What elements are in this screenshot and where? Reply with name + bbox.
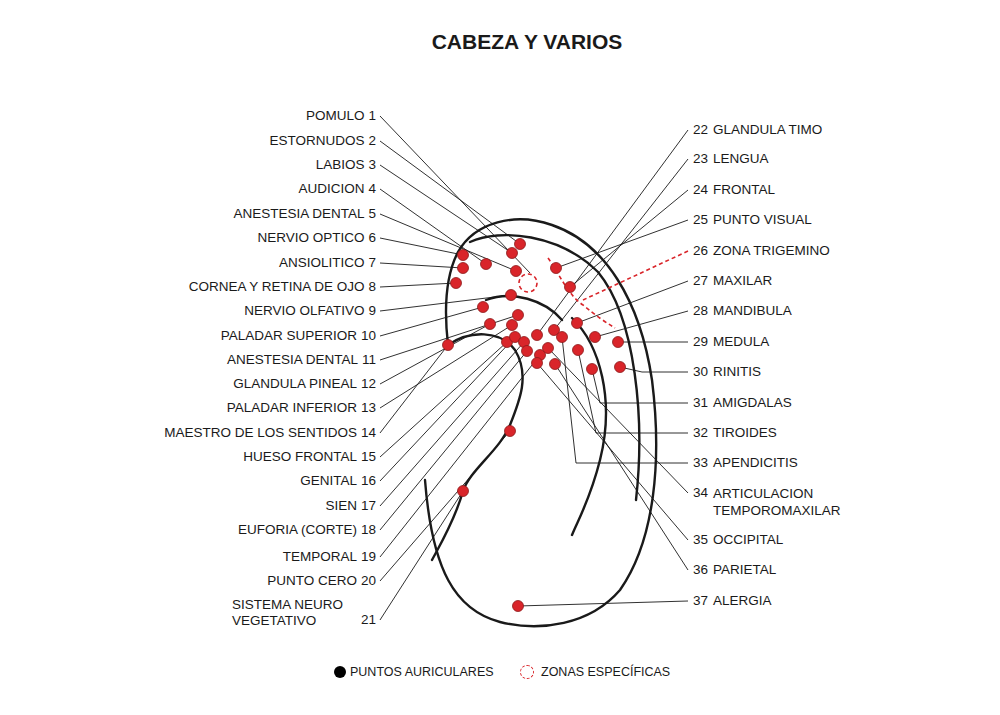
point-label: APENDICITIS (713, 455, 798, 471)
point-label: AMIGDALAS (713, 395, 792, 411)
callout-number: 15 (361, 449, 376, 465)
callout-number: 10 (361, 328, 376, 344)
point-label: POMULO (306, 108, 365, 124)
point-label: CORNEA Y RETINA DE OJO (189, 279, 365, 295)
point-label: MANDIBULA (713, 303, 792, 319)
callout-number: 25 (693, 212, 708, 228)
point-label: ARTICULACION TEMPOROMAXILAR (713, 485, 863, 519)
point-label: ANESTESIA DENTAL (227, 352, 358, 368)
callout-number: 14 (361, 425, 376, 441)
callout-number: 17 (361, 498, 376, 514)
callout-number: 21 (361, 612, 376, 628)
callout-number: 4 (368, 181, 376, 197)
callout-number: 20 (361, 573, 376, 589)
callout-number: 1 (368, 108, 376, 124)
callout-number: 22 (693, 122, 708, 138)
point-label: TIROIDES (713, 425, 777, 441)
callout-number: 31 (693, 395, 708, 411)
point-label: HUESO FRONTAL (243, 449, 357, 465)
callout-number: 26 (693, 243, 708, 259)
point-label: SIEN (325, 498, 357, 514)
callout-number: 33 (693, 455, 708, 471)
point-label: NERVIO OPTICO (257, 230, 364, 246)
callout-number: 5 (368, 206, 376, 222)
callout-number: 24 (693, 182, 708, 198)
point-label: EUFORIA (CORTE) (238, 522, 357, 538)
callout-number: 35 (693, 532, 708, 548)
callout-number: 29 (693, 334, 708, 350)
point-label: MAESTRO DE LOS SENTIDOS (164, 425, 357, 441)
point-label: PALADAR INFERIOR (227, 400, 357, 416)
diagram-title: CABEZA Y VARIOS (432, 29, 623, 55)
point-label: LABIOS (316, 157, 365, 173)
callout-number: 37 (693, 593, 708, 609)
point-label: ESTORNUDOS (269, 133, 364, 149)
point-label: OCCIPITAL (713, 532, 783, 548)
point-label: ANSIOLITICO (279, 255, 365, 271)
legend-text: PUNTOS AURICULARES (350, 664, 494, 680)
point-label: PARIETAL (713, 562, 776, 578)
callout-number: 23 (693, 151, 708, 167)
point-label: PALADAR SUPERIOR (221, 328, 357, 344)
callout-number: 6 (368, 230, 376, 246)
point-label: ANESTESIA DENTAL (233, 206, 364, 222)
point-label: RINITIS (713, 364, 761, 380)
callout-number: 27 (693, 273, 708, 289)
callout-number: 36 (693, 562, 708, 578)
point-label: NERVIO OLFATIVO (244, 303, 364, 319)
point-label: LENGUA (713, 151, 769, 167)
legend-text: ZONAS ESPECÍFICAS (541, 664, 670, 680)
callout-number: 3 (368, 157, 376, 173)
callout-number: 2 (368, 133, 376, 149)
callout-number: 28 (693, 303, 708, 319)
callout-number: 16 (361, 473, 376, 489)
point-label: PUNTO VISUAL (713, 212, 812, 228)
point-label: PUNTO CERO (267, 573, 357, 589)
point-label: ZONA TRIGEMINO (713, 243, 830, 259)
point-label: GLANDULA PINEAL (233, 376, 357, 392)
callout-number: 8 (368, 279, 376, 295)
callout-number: 11 (362, 352, 376, 368)
point-label: TEMPORAL (283, 549, 357, 565)
point-label: MAXILAR (713, 273, 772, 289)
callout-number: 12 (361, 376, 376, 392)
legend-dot (334, 666, 346, 678)
point-label: GLANDULA TIMO (713, 122, 822, 138)
callout-number: 18 (361, 522, 376, 538)
point-label: FRONTAL (713, 182, 775, 198)
callout-number: 32 (693, 425, 708, 441)
point-label: ALERGIA (713, 593, 772, 609)
callout-number: 19 (361, 549, 376, 565)
point-label: AUDICION (298, 181, 364, 197)
point-label: SISTEMA NEURO VEGETATIVO (232, 597, 357, 629)
callout-number: 34 (693, 485, 708, 501)
point-label: GENITAL (300, 473, 357, 489)
legend-dashed-circle (520, 665, 534, 679)
callout-number: 13 (361, 400, 376, 416)
callout-number: 30 (693, 364, 708, 380)
callout-number: 9 (368, 303, 376, 319)
point-label: MEDULA (713, 334, 769, 350)
callout-number: 7 (368, 255, 376, 271)
